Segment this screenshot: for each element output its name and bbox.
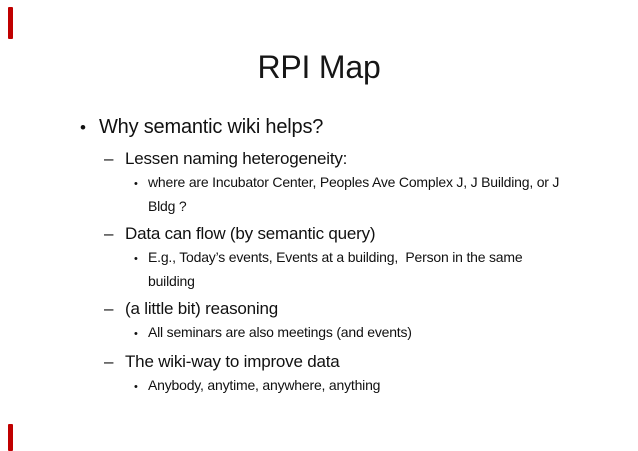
bullet-item-level3: • where are Incubator Center, Peoples Av… — [134, 173, 638, 194]
bullet-text: (a little bit) reasoning — [125, 299, 278, 318]
bullet-item-level3: • E.g., Today’s events, Events at a buil… — [134, 248, 638, 269]
bullet-text: where are Incubator Center, Peoples Ave … — [148, 174, 560, 190]
bullet-text: Why semantic wiki helps? — [99, 116, 324, 138]
red-edge-marker-top — [8, 7, 13, 39]
bullet-icon: • — [134, 253, 138, 265]
dash-bullet-icon: – — [104, 224, 114, 243]
bullet-item-level2: – Lessen naming heterogeneity: — [104, 148, 638, 170]
red-edge-marker-bottom — [8, 424, 13, 451]
bullet-item-level1: • Why semantic wiki helps? — [80, 114, 638, 141]
bullet-text-continuation: Bldg ? — [148, 197, 638, 216]
bullet-text: Anybody, anytime, anywhere, anything — [148, 377, 381, 393]
bullet-item-level3: • All seminars are also meetings (and ev… — [134, 323, 638, 344]
bullet-text: Data can flow (by semantic query) — [125, 224, 376, 243]
bullet-text-continuation: building — [148, 272, 638, 291]
bullet-text: The wiki-way to improve data — [125, 352, 340, 371]
bullet-icon: • — [80, 118, 86, 137]
bullet-text: E.g., Today’s events, Events at a buildi… — [148, 249, 523, 265]
bullet-text: Bldg ? — [148, 198, 187, 214]
dash-bullet-icon: – — [104, 352, 114, 371]
bullet-icon: • — [134, 328, 138, 340]
bullet-item-level2: – The wiki-way to improve data — [104, 351, 638, 373]
bullet-item-level3: • Anybody, anytime, anywhere, anything — [134, 376, 638, 397]
bullet-text: All seminars are also meetings (and even… — [148, 324, 412, 340]
bullet-text: building — [148, 273, 195, 289]
bullet-item-level2: – Data can flow (by semantic query) — [104, 223, 638, 245]
slide-body: • Why semantic wiki helps? – Lessen nami… — [0, 114, 638, 397]
dash-bullet-icon: – — [104, 299, 114, 318]
slide-title: RPI Map — [257, 49, 381, 85]
bullet-item-level2: – (a little bit) reasoning — [104, 298, 638, 320]
bullet-icon: • — [134, 178, 138, 190]
dash-bullet-icon: – — [104, 149, 114, 168]
bullet-text: Lessen naming heterogeneity: — [125, 149, 348, 168]
bullet-icon: • — [134, 381, 138, 393]
